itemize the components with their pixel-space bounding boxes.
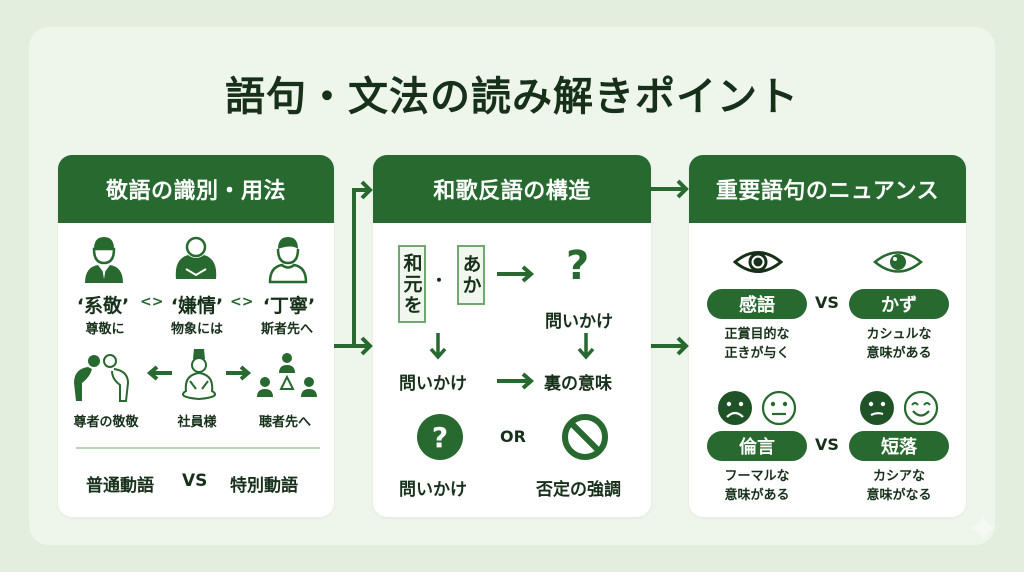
desc-line: カシュルな (866, 327, 932, 342)
page-title: 語句・文法の読み解きポイント (225, 74, 799, 120)
arrow-right-icon (497, 265, 535, 283)
arrow-right-icon (497, 372, 535, 390)
arrow-down-icon (577, 333, 595, 360)
middle-dot: ・ (431, 271, 448, 290)
desc-line: 正きが与く (724, 346, 790, 361)
caption-flow-3: 聴者先へ (258, 415, 311, 430)
sad-face-icon (718, 391, 752, 425)
eye-icon (733, 251, 783, 273)
separator-2: <> (230, 294, 254, 310)
group-hierarchy-icon (257, 353, 317, 397)
desc-line: フーマルな (724, 469, 790, 484)
caption-flow-2: 社員様 (177, 415, 217, 430)
eye-icon (873, 251, 923, 273)
person-outline-icon (268, 237, 308, 284)
desc-line: 意味がある (866, 346, 932, 361)
desc-line: 意味がある (724, 488, 790, 503)
prohibition-icon (562, 414, 608, 460)
caption-flow-1: 尊者の敬敬 (73, 415, 139, 430)
caption-teinei: 斯者先へ (260, 322, 313, 337)
panel-honorifics: 敬語の識別・用法 ‘系敬’ <> ‘嫌情’ <> ‘丁寧’ 尊敬に 物象には 斯… (58, 155, 334, 517)
or-label: OR (500, 427, 526, 446)
bottom-right-label: 否定の強調 (536, 480, 621, 500)
smile-face-icon (903, 390, 939, 426)
sparkle-icon (969, 514, 997, 542)
question-mark-icon: ? (566, 243, 590, 289)
row-right-label: 裏の意味 (544, 374, 612, 394)
term-kenjo: ‘嫌情’ (170, 295, 224, 317)
uneasy-face-icon (860, 391, 894, 425)
caption-sonkei: 尊敬に (85, 322, 125, 337)
vs-label: VS (815, 435, 839, 454)
person-suit-icon (85, 237, 123, 283)
arrow-right-icon (226, 365, 252, 381)
compare-right: 特別動語 (230, 476, 298, 496)
row-left-label: 問いかけ (399, 374, 467, 394)
question-circle-icon: ? (417, 414, 463, 460)
term-teinei: ‘丁寧’ (262, 295, 316, 317)
caption-kenjo: 物象には (170, 322, 223, 337)
vertical-box-1: 和元を (398, 245, 426, 323)
panel-header: 和歌反語の構造 (373, 155, 651, 223)
panel-waka-rhetorical: 和歌反語の構造 和元を ・ あか ? 問いかけ 問いかけ 裏の意味 ? OR 問… (373, 155, 651, 517)
separator-1: <> (140, 294, 164, 310)
term-pill-rongen: 倫言 (707, 431, 807, 461)
divider (76, 447, 320, 449)
desc-rongen: フーマルな 意味がある (697, 467, 817, 505)
seated-noble-icon (182, 349, 216, 401)
bottom-left-label: 問いかけ (399, 480, 467, 500)
desc-line: カシアな (872, 469, 925, 484)
desc-kango: 正賞目的な 正きが与く (697, 325, 817, 363)
person-bowing-icon (175, 236, 217, 279)
term-pill-kazu: かず (849, 289, 949, 319)
term-sonkei: ‘系敬’ (76, 295, 130, 317)
vertical-box-2: あか (457, 245, 485, 305)
desc-kazu: カシュルな 意味がある (839, 325, 959, 363)
desc-line: 意味がなる (866, 488, 932, 503)
panel-key-phrase-nuance: 重要語句のニュアンス 感語 VS かず 正賞目的な 正きが与く カシュルな 意味… (689, 155, 966, 517)
compare-left: 普通動語 (86, 476, 154, 496)
compare-vs: VS (182, 471, 208, 491)
arrow-down-icon (429, 333, 447, 360)
desc-tanraku: カシアな 意味がなる (839, 467, 959, 505)
desc-line: 正賞目的な (724, 327, 790, 342)
arrow-left-icon (146, 365, 172, 381)
svg-text:?: ? (432, 421, 448, 454)
vs-label: VS (815, 293, 839, 312)
bowing-people-icon (74, 354, 130, 402)
term-pill-kango: 感語 (707, 289, 807, 319)
question-caption: 問いかけ (545, 312, 613, 332)
neutral-face-icon (761, 390, 797, 426)
panel-header: 敬語の識別・用法 (58, 155, 334, 223)
panel-header: 重要語句のニュアンス (689, 155, 966, 223)
term-pill-tanraku: 短落 (849, 431, 949, 461)
